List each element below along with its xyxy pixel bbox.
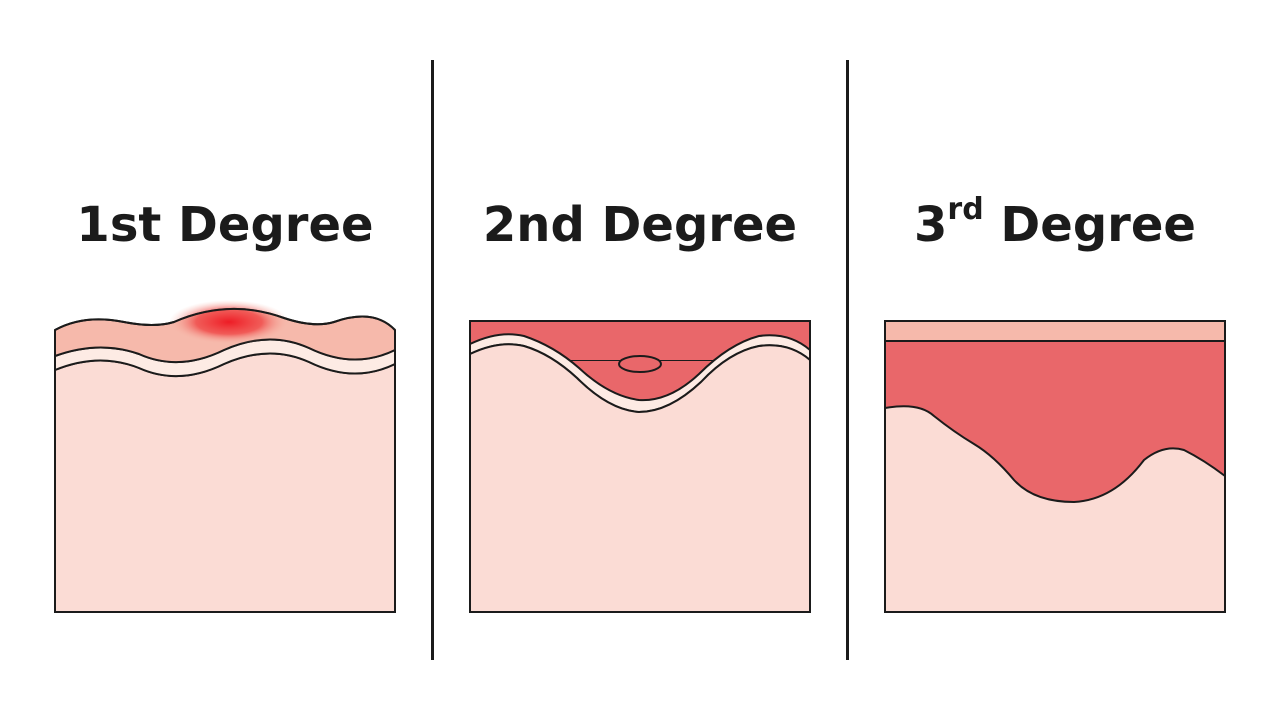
first-degree-skin-diagram xyxy=(54,300,396,613)
blister xyxy=(618,355,662,373)
title-first-degree: 1st Degree xyxy=(76,197,374,253)
redness-spot xyxy=(169,300,289,344)
divider-left xyxy=(431,60,434,660)
third-degree-skin-diagram xyxy=(884,320,1226,613)
dermis-layer xyxy=(469,343,811,613)
title-third-degree: 3rd Degree xyxy=(914,192,1196,253)
title-second-degree: 2nd Degree xyxy=(482,197,798,253)
dermis-layer xyxy=(54,352,396,613)
epidermis-strip xyxy=(884,320,1226,342)
divider-right xyxy=(846,60,849,660)
deep-burn-area xyxy=(884,340,1226,504)
second-degree-skin-diagram xyxy=(469,320,811,613)
